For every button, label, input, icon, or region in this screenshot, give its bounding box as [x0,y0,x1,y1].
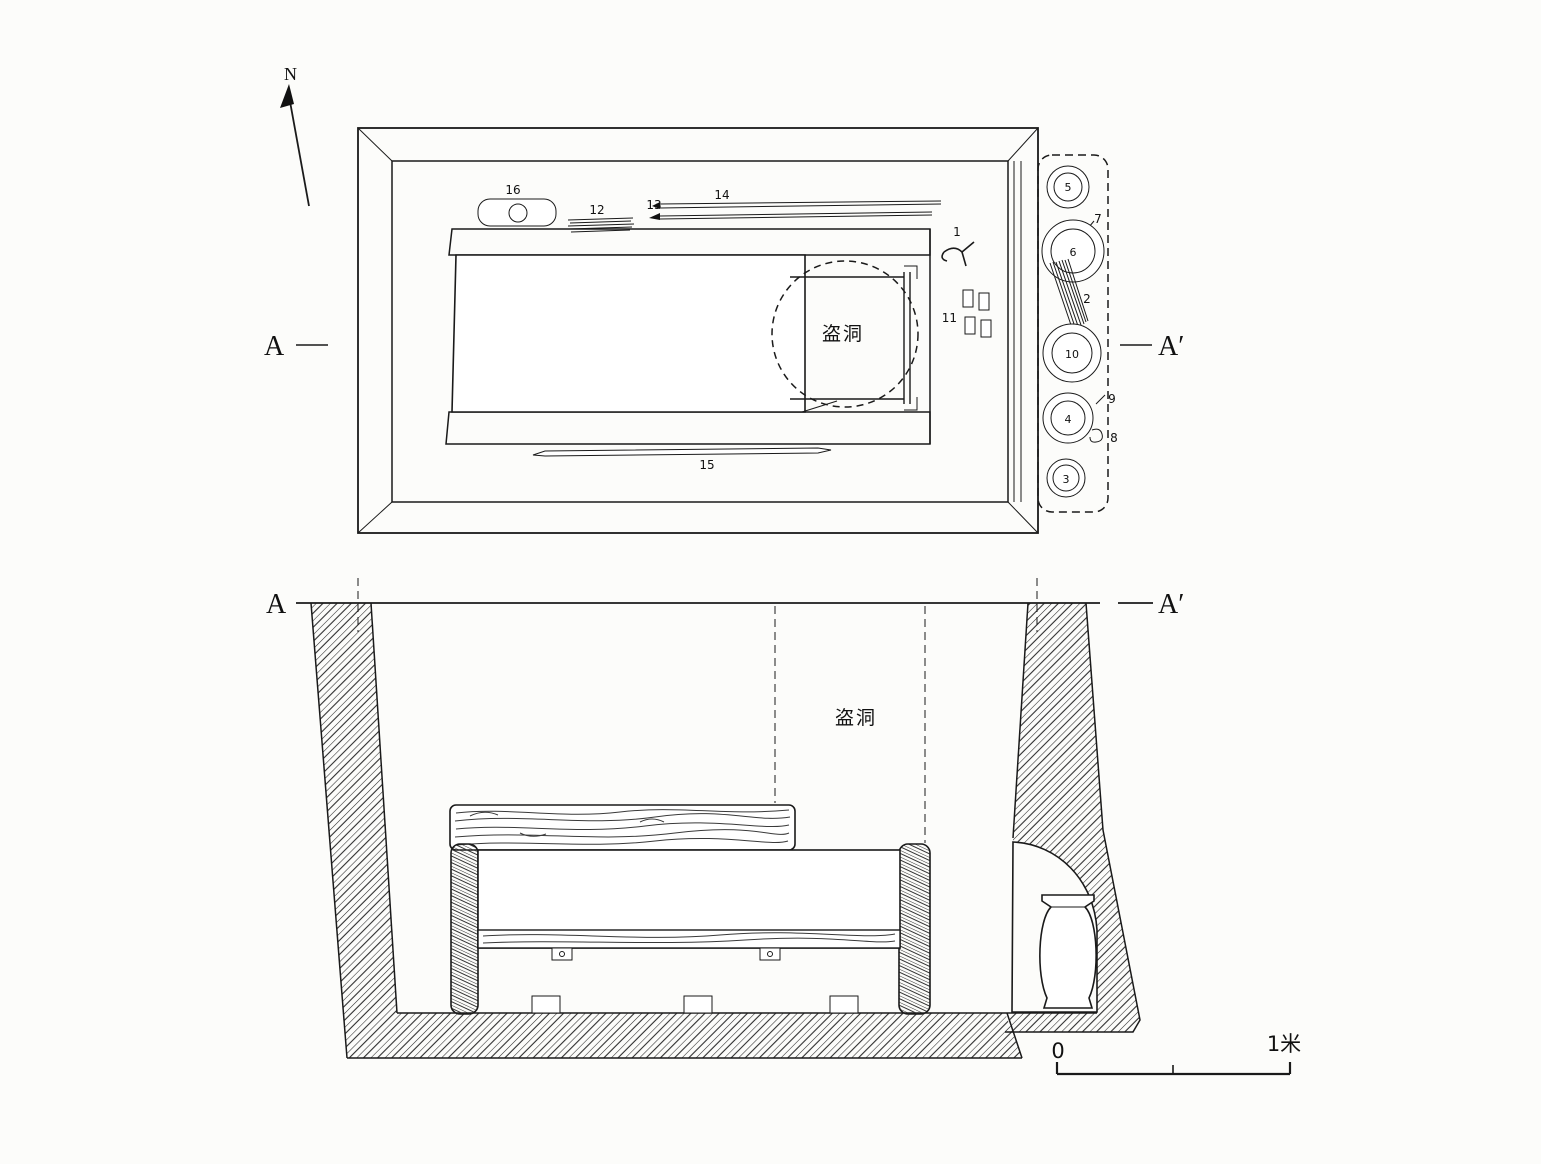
plan-pit-frame [357,127,1039,534]
vessel-5: 5 [1046,165,1090,209]
section-robber-hole: 盗洞 [774,606,926,843]
artifact-15-shape [532,447,832,457]
artifact-label-4: 4 [1065,413,1072,426]
artifact-label-8: 8 [1110,431,1118,445]
artifact-2-shape [1049,258,1089,329]
artifact-11-shape [962,289,992,338]
plan-robber-hole-outline [771,260,919,408]
artifact-label-1: 1 [953,225,961,239]
vessel-4: 4 [1042,392,1094,444]
section-robber-hole-label: 盗洞 [835,707,877,729]
plan-section-label-right: A′ [1158,331,1184,362]
coffin-end-board-east [898,843,931,1015]
plan-chamber: 盗洞 [445,228,931,445]
section-view: A A′ 盗洞 [266,578,1184,1059]
artifact-label-6: 6 [1070,246,1077,259]
artifact-label-5: 5 [1065,181,1072,194]
coffin-east-end [790,265,918,411]
vessel-6: 6 [1041,219,1105,283]
artifact-label-3: 3 [1063,473,1070,486]
artifact-label-11: 11 [942,311,957,325]
artifact-14-shape [652,200,942,209]
bottom-plank-grain [482,932,896,944]
artifact-label-15: 15 [699,458,714,472]
floor-sleepers [531,995,859,1014]
artifact-label-16: 16 [505,183,520,197]
left-wall-earth [311,603,397,1013]
plan-artifacts: 16 12 14 13 [477,183,992,472]
section-earth [310,602,1141,1059]
pit-floor-earth [344,1013,1022,1058]
artifact-label-7: 7 [1094,212,1102,226]
vessel-10: 10 [1042,323,1102,383]
chamber-south-plank [445,411,931,445]
artifact-label-10: 10 [1065,348,1079,361]
niche-vessel [1039,894,1097,1009]
vessel-3: 3 [1046,458,1086,498]
section-niche [1011,841,1098,1013]
section-label-right: A′ [1158,589,1184,620]
artifact-12-shape [567,217,635,233]
lid-plank-grain [454,809,791,846]
plan-view: A A′ [264,127,1184,534]
artifact-label-14: 14 [714,188,729,202]
section-coffin [449,804,931,1015]
artifact-label-9: 9 [1108,392,1116,406]
north-label: N [284,64,297,84]
plan-niche-outline [1037,154,1109,513]
chamber-north-plank [448,228,931,256]
scale-bar: 0 1米 [1051,1032,1301,1076]
artifact-8-shape [1089,428,1103,443]
coffin-end-board-west [450,843,479,1015]
artifact-label-12: 12 [589,203,604,217]
section-label-left: A [266,589,287,620]
scale-end-label: 1米 [1267,1032,1301,1056]
plan-niche: 5 7 6 2 10 [1037,154,1118,513]
scale-start-label: 0 [1051,1039,1064,1063]
plan-section-label-left: A [264,331,285,362]
coffin-feet [551,947,781,961]
coffin-bottom-plank [477,929,901,949]
artifact-label-13: 13 [646,198,661,212]
coffin-plan [451,254,806,413]
section-markers: A A′ [266,578,1184,632]
north-arrow-head [280,84,294,108]
north-arrow-line [288,95,310,207]
artifact-1-shape [941,241,975,267]
artifact-16-disc [508,203,528,223]
north-arrow: N [280,64,310,207]
plan-robber-hole-label: 盗洞 [822,323,864,345]
artifact-label-2: 2 [1083,292,1091,306]
artifact-13-shape [649,211,933,220]
